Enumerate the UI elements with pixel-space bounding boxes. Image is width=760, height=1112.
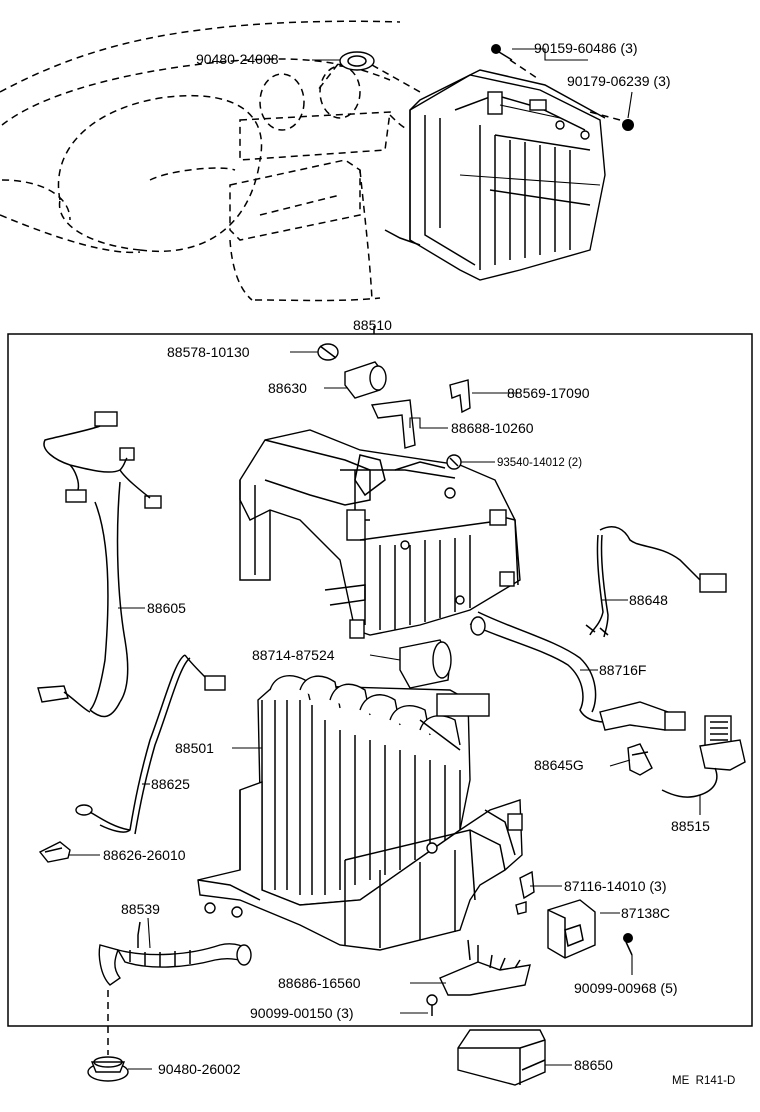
dashboard-outline [0, 20, 406, 302]
callout-88578-10130: 88578-10130 [167, 344, 250, 360]
clip-88626-26010 [38, 841, 71, 863]
screw-93540-14012 [446, 454, 462, 470]
bracket-88569-17090 [449, 379, 471, 414]
sensor-wire-88625 [75, 654, 226, 835]
clamp-88578-10130 [317, 343, 339, 361]
valve-88645g [627, 743, 653, 776]
connector-88650 [457, 1029, 546, 1086]
amplifier-87138c [547, 899, 596, 959]
callout-88645g: 88645G [534, 757, 584, 773]
switch-wire-88648 [585, 526, 727, 638]
leader-dash-1 [371, 64, 421, 93]
callout-88714-87524: 88714-87524 [252, 647, 335, 663]
callout-88569-17090: 88569-17090 [507, 385, 590, 401]
callout-88539: 88539 [121, 901, 160, 917]
screw-90159-60486 [491, 44, 513, 61]
callout-87138c: 87138C [621, 905, 670, 921]
callout-93540-14012: 93540-14012 (2) [497, 457, 582, 469]
wire-harness-88605 [37, 411, 162, 718]
filter-88714-87524 [399, 639, 452, 689]
callout-88605: 88605 [147, 600, 186, 616]
callout-88716f: 88716F [599, 662, 646, 678]
callout-87116-14010: 87116-14010 (3) [564, 878, 666, 894]
callout-88648: 88648 [629, 592, 668, 608]
callout-88501: 88501 [175, 740, 214, 756]
callout-88515: 88515 [671, 818, 710, 834]
bracket-88688-10260 [370, 399, 416, 449]
grommet-90480-26002 [87, 1056, 129, 1082]
leader-dash-4 [589, 111, 621, 121]
expansion-valve-88515 [661, 715, 746, 798]
lower-case [197, 781, 523, 951]
callout-88630: 88630 [268, 380, 307, 396]
upper-case [239, 429, 521, 639]
assembly-number: 88510 [353, 317, 392, 333]
callout-90179-06239: 90179-06239 (3) [567, 73, 671, 89]
callout-90099-00150: 90099-00150 (3) [250, 1005, 354, 1021]
callout-90480-26002: 90480-26002 [158, 1061, 241, 1077]
callout-88650: 88650 [574, 1057, 613, 1073]
callout-88625: 88625 [151, 776, 190, 792]
screw-90099-00150 [426, 994, 438, 1016]
bracket-88686-16560 [439, 939, 531, 996]
callout-88688-10260: 88688-10260 [451, 420, 534, 436]
installed-cooler-unit [384, 69, 606, 281]
callout-90099-00968: 90099-00968 (5) [574, 980, 678, 996]
hose-88716f [469, 611, 686, 731]
callout-90480-24008: 90480-24008 [196, 51, 279, 67]
assembly-frame [7, 333, 753, 1027]
leader-lines [68, 48, 701, 1070]
callout-88686-16560: 88686-16560 [278, 975, 361, 991]
callout-88626-26010: 88626-26010 [103, 847, 186, 863]
evaporator-core-88501 [257, 674, 490, 906]
grommet-90480-24008 [339, 51, 375, 71]
drain-hose-88539 [98, 921, 252, 986]
leader-dash-2 [317, 63, 339, 91]
callout-90159-60486: 90159-60486 (3) [534, 40, 638, 56]
leader-dash-3 [509, 59, 541, 81]
nut-90179-06239 [622, 119, 634, 131]
clip-87116-14010 [515, 870, 535, 915]
footer-code: ME R141-D [672, 1075, 735, 1087]
thermistor-88630 [344, 361, 387, 399]
screw-90099-00968 [623, 933, 633, 956]
